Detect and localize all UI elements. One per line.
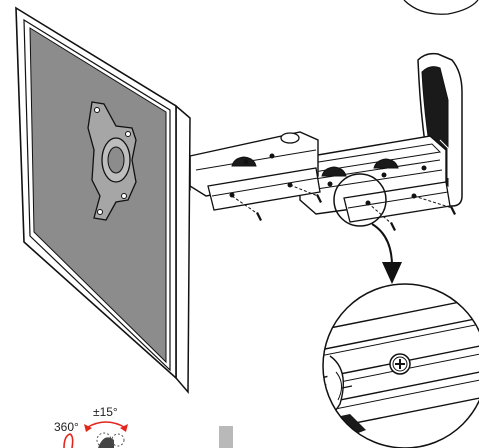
adjustment-icons	[63, 421, 128, 448]
monitor	[15, 6, 191, 395]
vesa-plate	[87, 101, 137, 221]
zoom-indicator	[333, 173, 402, 284]
screw-icon	[390, 222, 396, 231]
gray-marker-block	[219, 426, 233, 448]
tilt-range-label: ±15°	[93, 405, 118, 419]
zoom-arrow-icon	[371, 223, 393, 267]
rotation-arrow-icon	[63, 433, 74, 448]
clipped-detail-circle	[403, 0, 479, 15]
front-arm	[189, 131, 321, 211]
monitor-screen	[29, 27, 167, 364]
phillips-screw-icon	[389, 353, 411, 375]
detail-magnified-view	[322, 283, 479, 448]
rear-arm	[299, 135, 451, 223]
screw-icon	[316, 194, 322, 203]
screw-icon	[450, 206, 456, 215]
screw-icon	[256, 212, 262, 221]
tilt-arrow-icon	[85, 421, 127, 429]
rotation-label: 360°	[54, 420, 79, 434]
screws	[231, 184, 456, 231]
